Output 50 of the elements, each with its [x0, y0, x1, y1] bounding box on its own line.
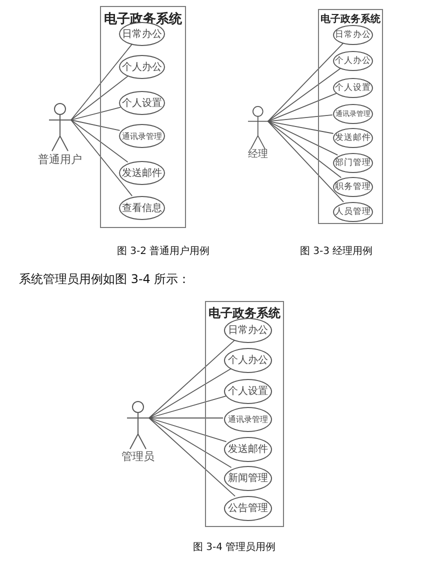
association-line	[267, 120, 342, 178]
association-line	[70, 120, 128, 163]
association-line	[70, 44, 133, 120]
actor-label: 管理员	[122, 449, 154, 464]
association-line	[267, 120, 334, 134]
use-case-ellipse: 人员管理	[333, 202, 373, 222]
system-boundary	[100, 6, 186, 228]
use-case-ellipse: 新闻管理	[224, 466, 272, 490]
association-line	[70, 120, 120, 131]
association-line	[70, 76, 129, 120]
association-line	[148, 339, 236, 418]
association-line	[148, 418, 227, 442]
figure-caption: 图 3-2 普通用户用例	[117, 244, 210, 258]
use-case-ellipse: 通讯录管理	[119, 124, 165, 148]
association-line	[267, 120, 338, 156]
actor-label: 经理	[248, 148, 268, 161]
use-case-ellipse: 日常办公	[224, 318, 272, 342]
use-case-ellipse: 个人设置	[333, 78, 373, 98]
use-case-ellipse: 个人办公	[119, 55, 165, 79]
actor-label: 普通用户	[38, 152, 82, 167]
association-line	[267, 68, 342, 122]
system-boundary	[318, 9, 383, 224]
figure-caption: 图 3-3 经理用例	[300, 245, 373, 258]
system-title: 电子政务系统	[320, 12, 382, 26]
use-case-ellipse: 发送邮件	[333, 128, 373, 148]
use-case-ellipse: 查看信息	[119, 196, 165, 220]
association-line	[148, 368, 232, 418]
use-case-ellipse: 个人办公	[224, 348, 272, 372]
system-boundary	[205, 301, 284, 527]
body-text: 系统管理员用例如图 3-4 所示：	[19, 271, 190, 288]
use-case-ellipse: 发送邮件	[224, 436, 272, 462]
association-line	[148, 418, 236, 497]
association-line	[267, 114, 333, 122]
use-case-ellipse: 职务管理	[333, 177, 373, 197]
use-case-ellipse: 发送邮件	[119, 161, 165, 185]
use-case-ellipse: 部门管理	[333, 153, 373, 173]
figure-caption: 图 3-4 管理员用例	[193, 541, 276, 554]
association-line	[148, 418, 232, 468]
association-line	[267, 92, 337, 122]
use-case-ellipse: 个人设置	[119, 91, 165, 115]
use-case-ellipse: 日常办公	[333, 25, 373, 45]
association-line	[267, 120, 344, 202]
use-case-ellipse: 个人设置	[224, 378, 272, 404]
association-line	[70, 120, 133, 196]
association-line	[70, 106, 121, 120]
use-case-ellipse: 个人办公	[333, 51, 373, 71]
association-line	[148, 396, 226, 418]
association-line	[267, 42, 344, 122]
use-case-ellipse: 通讯录管理	[224, 406, 272, 432]
use-case-ellipse: 公告管理	[224, 496, 272, 520]
